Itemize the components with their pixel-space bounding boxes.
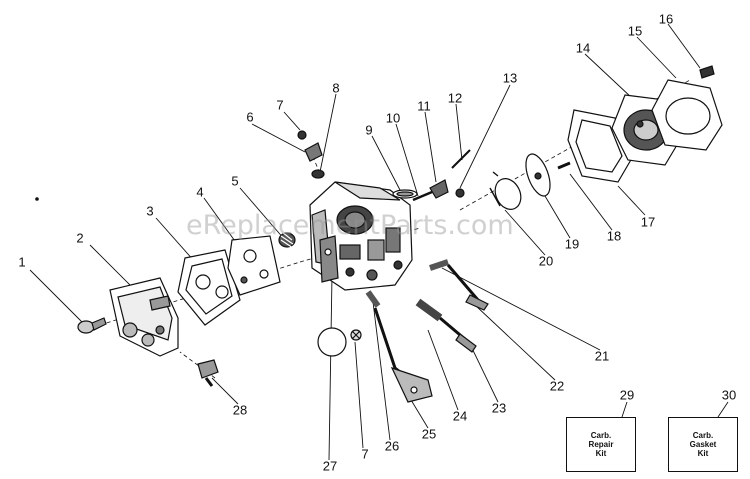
callout-11: 11 [417, 98, 431, 114]
callout-9: 9 [365, 122, 373, 138]
callout-29: 29 [619, 387, 635, 403]
callout-7-bottom: 7 [361, 446, 369, 462]
gasket-kit-line1: Carb. [692, 430, 714, 440]
repair-kit-line1: Carb. [590, 430, 612, 440]
callout-3: 3 [146, 203, 154, 219]
part-13-screw [455, 188, 465, 198]
part-6-plug [304, 142, 323, 162]
callout-30: 30 [721, 387, 737, 403]
stray-dot [35, 197, 39, 201]
callout-4: 4 [196, 184, 204, 200]
part-5-spring [278, 231, 296, 249]
part-7-screw-lower [350, 329, 362, 341]
callout-21: 21 [594, 348, 610, 364]
callout-20: 20 [538, 253, 554, 269]
callout-17: 17 [640, 214, 656, 230]
repair-kit-line3: Kit [595, 449, 607, 459]
repair-kit-line2: Repair [588, 439, 614, 449]
callout-27: 27 [322, 458, 338, 474]
callout-12: 12 [447, 90, 463, 106]
part-8-washer [311, 169, 325, 179]
callout-8: 8 [332, 80, 340, 96]
callout-22: 22 [549, 378, 565, 394]
part-21-needle [429, 259, 489, 311]
part-27-disk [317, 327, 347, 357]
callout-14: 14 [575, 40, 591, 56]
carb-repair-kit-box: Carb. Repair Kit [566, 417, 636, 472]
callout-28: 28 [232, 402, 248, 418]
part-15-gasket [651, 79, 723, 151]
callout-16: 16 [658, 11, 674, 27]
gasket-kit-line3: Kit [697, 449, 709, 459]
carburetor-body [309, 181, 413, 291]
callout-15: 15 [627, 23, 643, 39]
part-3-gasket [177, 249, 241, 326]
part-9-spring [392, 189, 418, 199]
part-24-spring [415, 298, 443, 322]
part-25-lever [373, 307, 433, 403]
callout-25: 25 [421, 426, 437, 442]
part-18-screw [557, 161, 571, 170]
callout-13: 13 [502, 70, 518, 86]
part-26-spring [365, 290, 381, 308]
callout-19: 19 [564, 236, 580, 252]
callout-7-top: 7 [276, 97, 284, 113]
callout-1: 1 [18, 254, 26, 270]
callout-2: 2 [76, 230, 84, 246]
part-12-pin [451, 149, 471, 169]
callout-6: 6 [246, 109, 254, 125]
part-7-screw-top [297, 130, 307, 140]
part-19-disk [525, 153, 551, 197]
part-2-pump-cover [109, 277, 179, 357]
callout-23: 23 [491, 400, 507, 416]
part-10-pin [412, 190, 433, 202]
callout-24: 24 [452, 408, 468, 424]
callout-10: 10 [385, 110, 401, 126]
carb-gasket-kit-box: Carb. Gasket Kit [668, 417, 738, 472]
watermark: eReplacementParts.com [186, 210, 514, 241]
part-23-needle [439, 316, 477, 353]
part-16-screw [699, 65, 715, 79]
part-11-lever [429, 179, 449, 199]
part-28-fitting [197, 359, 219, 387]
part-20-throttle-plate [489, 171, 522, 210]
callout-18: 18 [606, 228, 622, 244]
callout-5: 5 [231, 173, 239, 189]
gasket-kit-line2: Gasket [689, 439, 717, 449]
callout-26: 26 [384, 438, 400, 454]
part-1-screw [77, 317, 107, 334]
part-4-diaphragm [227, 235, 281, 296]
